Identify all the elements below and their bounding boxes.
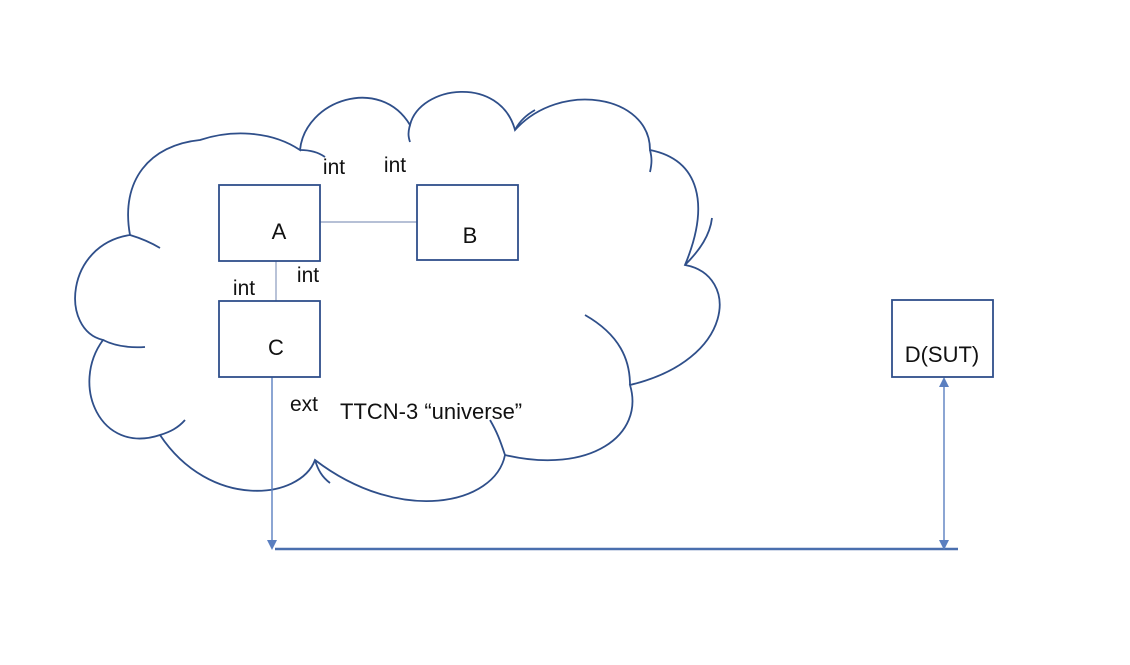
cloud-label: TTCN-3 “universe” xyxy=(340,399,522,424)
component-d-box xyxy=(891,299,994,378)
component-c-box xyxy=(218,300,321,378)
port-label-b-top: int xyxy=(384,154,406,177)
cloud-inner-arc-9 xyxy=(514,109,536,131)
cloud-inner-arc-10 xyxy=(407,124,411,143)
port-label-a-bottom: int xyxy=(297,264,319,287)
cloud-inner-arc-6 xyxy=(584,314,631,386)
port-label-a-top: int xyxy=(323,156,345,179)
cloud-inner-arc-8 xyxy=(649,149,653,173)
cloud-inner-arc-1 xyxy=(129,234,161,249)
port-label-c-ext: ext xyxy=(290,393,318,416)
cloud-inner-arc-11 xyxy=(299,149,326,158)
cloud-inner-arc-2 xyxy=(102,339,146,349)
cloud-inner-arc-5 xyxy=(489,419,506,456)
component-a-label: A xyxy=(272,219,287,244)
component-c: C xyxy=(218,300,321,378)
component-a-box xyxy=(218,184,321,262)
arrowhead-ext-down xyxy=(267,540,277,550)
ttcn3-universe-cloud xyxy=(74,90,721,503)
component-b-box xyxy=(416,184,519,261)
cloud-inner-arc-4 xyxy=(314,459,331,484)
cloud-inner-arc-7 xyxy=(684,217,713,266)
arrowhead-d-down xyxy=(939,540,949,550)
component-b: B xyxy=(416,184,519,261)
component-c-label: C xyxy=(268,335,284,360)
arrowhead-d-up xyxy=(939,377,949,387)
component-d-label: D(SUT) xyxy=(905,342,980,367)
component-a: A xyxy=(218,184,321,262)
component-d-sut: D(SUT) xyxy=(891,299,994,378)
port-label-c-top: int xyxy=(233,277,255,300)
cloud-inner-arc-3 xyxy=(159,419,186,436)
component-b-label: B xyxy=(463,223,478,248)
